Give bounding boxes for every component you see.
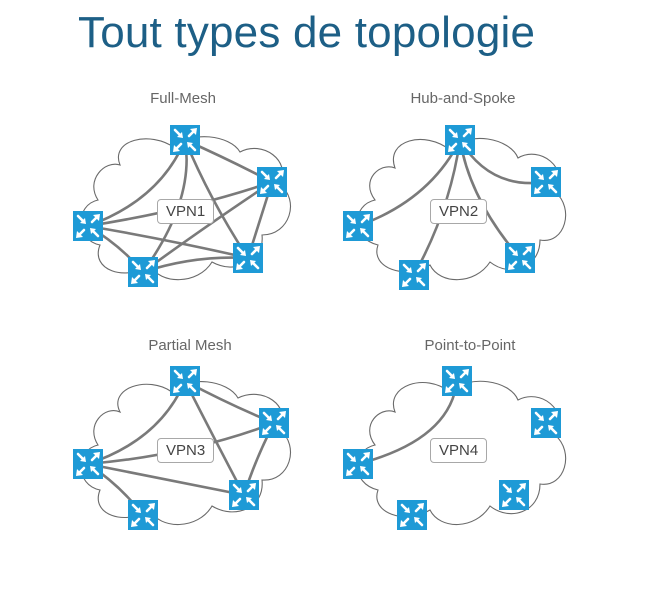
router-icon	[255, 165, 289, 199]
router-icon	[440, 364, 474, 398]
router-icon	[443, 123, 477, 157]
router-icon	[168, 364, 202, 398]
router-icon	[126, 255, 160, 289]
router-icon	[397, 258, 431, 292]
router-icon	[71, 209, 105, 243]
router-icon	[395, 498, 429, 532]
router-icon	[71, 447, 105, 481]
router-icon	[341, 447, 375, 481]
panel-title-partial-mesh: Partial Mesh	[148, 337, 232, 354]
panel-full-mesh	[71, 123, 291, 289]
panel-title-point-to-point: Point-to-Point	[424, 337, 516, 354]
panel-title-full-mesh: Full-Mesh	[150, 90, 216, 107]
router-icon	[126, 498, 160, 532]
panel-title-hub-and-spoke: Hub-and-Spoke	[410, 90, 516, 107]
slide-title: Tout types de topologie	[78, 8, 536, 57]
router-icon	[497, 478, 531, 512]
panel-point-to-point	[341, 364, 567, 532]
vpn-label-full-mesh: VPN1	[157, 199, 215, 224]
router-icon	[168, 123, 202, 157]
vpn-label-point-to-point: VPN4	[430, 438, 488, 463]
router-icon	[529, 406, 563, 440]
router-icon	[503, 241, 537, 275]
router-icon	[227, 478, 261, 512]
vpn-label-partial-mesh: VPN3	[157, 438, 215, 463]
router-icon	[257, 406, 291, 440]
router-icon	[529, 165, 563, 199]
vpn-label-hub-and-spoke: VPN2	[430, 199, 488, 224]
router-icon	[231, 241, 265, 275]
router-icon	[341, 209, 375, 243]
